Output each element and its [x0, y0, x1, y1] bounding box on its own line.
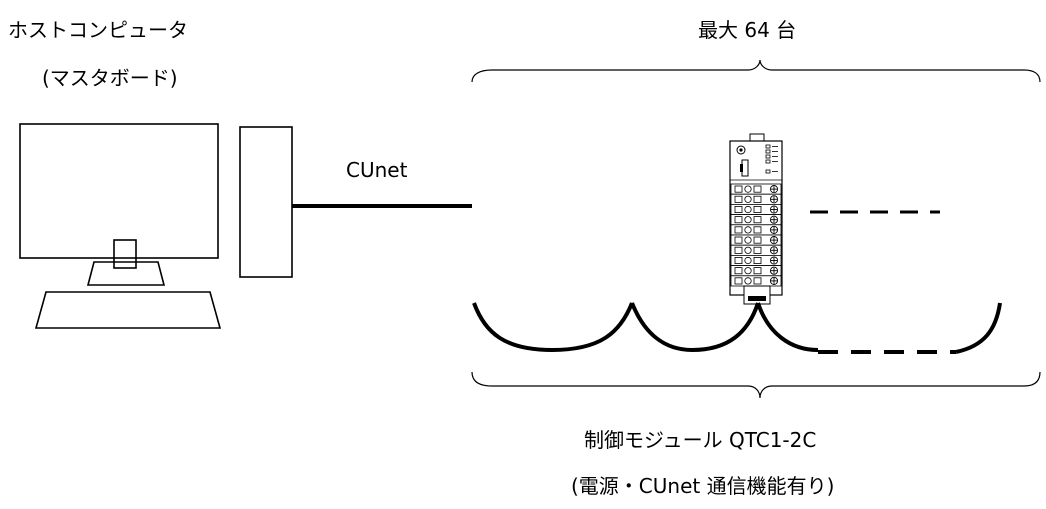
host-computer-subtitle: (マスタボード) [42, 66, 178, 90]
terminal-block [730, 183, 782, 287]
host-computer-title: ホストコンピュータ [8, 18, 188, 42]
bottom-brace [471, 371, 1041, 399]
chain-arc-1 [472, 302, 634, 353]
monitor-stand [86, 261, 166, 286]
keyboard-shape [34, 291, 222, 329]
module-bottom-clip [743, 285, 771, 305]
terminal-row [730, 193, 782, 205]
rotary-switch-center [739, 148, 743, 152]
terminal-row [730, 234, 782, 246]
network-label: CUnet [346, 158, 408, 182]
monitor-neck [113, 239, 137, 269]
monitor-screen [19, 123, 219, 259]
terminal-row [730, 224, 782, 236]
terminal-row [730, 244, 782, 256]
terminal-row [730, 183, 782, 195]
chain-arc-end [955, 302, 1002, 354]
module-bottom-slot [748, 296, 766, 301]
status-led-group [765, 144, 771, 174]
daisy-chain-wiring [472, 302, 1002, 354]
host-computer-icon [19, 123, 293, 329]
chain-arc-2 [630, 302, 760, 353]
control-module-device [729, 133, 783, 305]
terminal-row [730, 214, 782, 226]
module-connector-pin [740, 164, 743, 172]
terminal-row [730, 265, 782, 277]
module-description-label: (電源・CUnet 通信機能有り) [571, 474, 835, 498]
chain-arc-3-start [756, 302, 819, 352]
status-led-captions [772, 146, 778, 172]
terminal-row [730, 275, 782, 287]
terminal-row [730, 254, 782, 266]
terminal-row [730, 203, 782, 215]
module-name-label: 制御モジュール QTC1-2C [584, 428, 817, 452]
top-brace [471, 59, 1041, 83]
max-count-label: 最大 64 台 [698, 18, 797, 42]
tower-case [239, 126, 293, 278]
